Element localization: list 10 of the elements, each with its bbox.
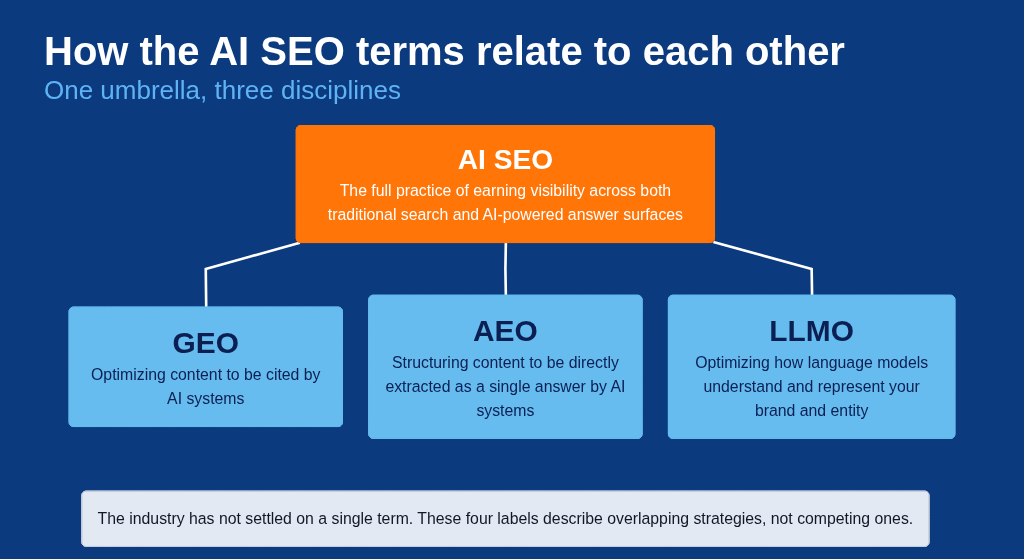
term-box: AI SEO The full practice of earning visibility across both traditional search and AI-powered answer surfaces xyxy=(295,125,715,243)
connector-line xyxy=(713,240,814,296)
connector-line xyxy=(504,242,508,296)
term-box: The industry has not settled on a single term. These four labels describe overlapping strategies, not competing ones. xyxy=(81,490,930,547)
term-box: AEO Structuring content to be directly extracted as a single answer by AI systems xyxy=(368,294,643,439)
diagram-title: How the AI SEO terms relate to each other xyxy=(44,28,845,74)
term-box: LLMO Optimizing how language models understand and represent your brand and entity xyxy=(667,294,956,439)
subtitle: One umbrella, three disciplines xyxy=(44,74,401,106)
term-box: GEO Optimizing content to be cited by AI systems xyxy=(68,306,343,427)
connector-line xyxy=(204,241,301,308)
